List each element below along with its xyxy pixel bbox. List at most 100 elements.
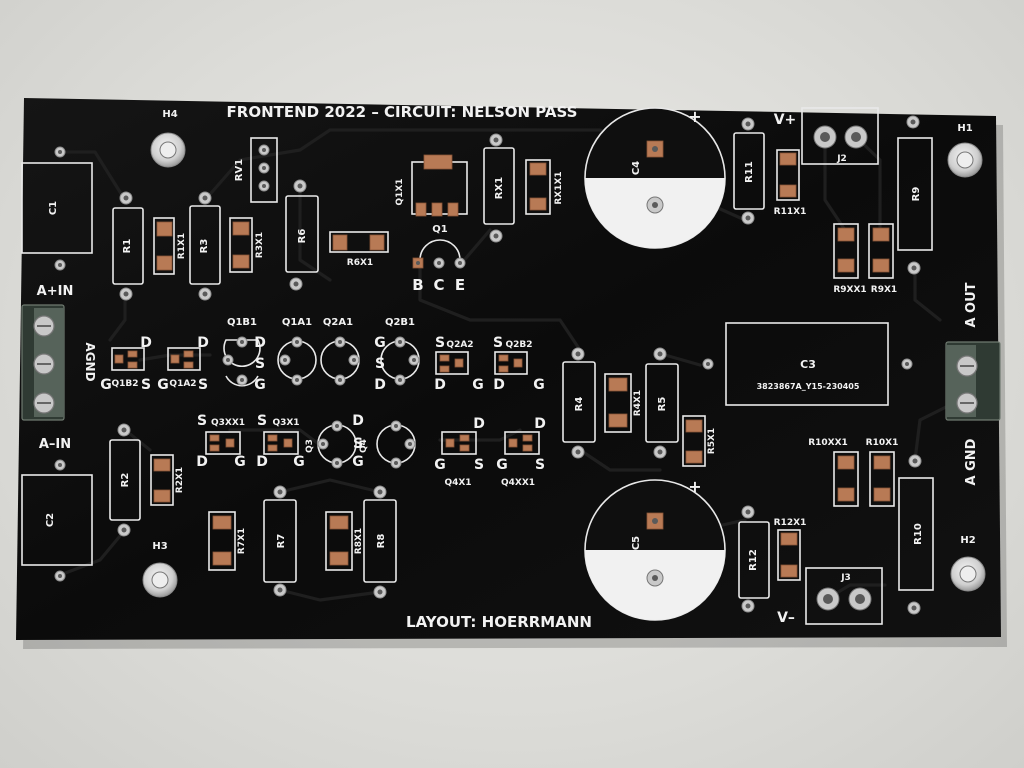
label-q3-d: D bbox=[352, 413, 364, 429]
label-r12: R12 bbox=[748, 549, 759, 571]
label-e: E bbox=[455, 276, 465, 294]
label-r9x1: R9X1 bbox=[871, 285, 897, 295]
label-q3x1-s: S bbox=[257, 413, 267, 429]
fet-q1b2: D G Q1B2 S bbox=[100, 335, 152, 393]
label-j2: J2 bbox=[836, 154, 847, 164]
label-q2b2-d: D bbox=[493, 377, 505, 393]
capacitor-c5: C5 + bbox=[584, 477, 726, 621]
label-a-out: A OUT bbox=[964, 282, 979, 327]
smd-resistor-r8x1: R8X1 bbox=[325, 511, 364, 571]
label-q1b1-s: S bbox=[255, 356, 265, 372]
copper-traces bbox=[58, 128, 962, 602]
smd-resistor-r5x1: R5X1 bbox=[682, 415, 717, 467]
label-c1: C1 bbox=[48, 201, 59, 215]
label-h4: H4 bbox=[162, 109, 177, 120]
label-h2: H2 bbox=[960, 535, 975, 546]
resistor-r1: R1 bbox=[112, 191, 144, 301]
label-q1a2: Q1A2 bbox=[169, 379, 196, 389]
label-r2x1: R2X1 bbox=[175, 467, 185, 493]
resistor-r5: R5 bbox=[645, 347, 679, 459]
resistor-r10: R10 bbox=[898, 454, 934, 615]
label-q1a1: Q1A1 bbox=[282, 317, 312, 328]
label-rx1: RX1 bbox=[494, 177, 505, 199]
transistor-q1x1: Q1X1 bbox=[395, 154, 468, 217]
label-r10x1: R10X1 bbox=[866, 438, 899, 448]
mounting-hole-h3: H3 bbox=[142, 541, 178, 598]
label-j3: J3 bbox=[840, 573, 851, 583]
label-r8x1: R8X1 bbox=[354, 528, 364, 554]
resistor-r2: R2 bbox=[109, 423, 141, 537]
mounting-hole-h2: H2 bbox=[950, 535, 986, 592]
label-r7x1: R7X1 bbox=[237, 528, 247, 554]
label-r3x1: R3X1 bbox=[255, 232, 265, 258]
label-q3: Q3 bbox=[305, 439, 315, 453]
smd-resistor-r7x1: R7X1 bbox=[208, 511, 247, 571]
label-q1b2: Q1B2 bbox=[111, 379, 138, 389]
label-b: B bbox=[412, 276, 423, 294]
label-q2a1: Q2A1 bbox=[323, 317, 353, 328]
fet-q4: Q4 bbox=[359, 420, 416, 469]
fet-q1b1: D S G bbox=[222, 335, 266, 393]
label-c4: C4 bbox=[631, 161, 642, 175]
label-r6x1: R6X1 bbox=[347, 258, 373, 268]
smd-resistor-r12x1: R12X1 bbox=[774, 518, 806, 581]
label-q3x1-g: G bbox=[293, 454, 305, 470]
resistor-r8: R8 bbox=[363, 485, 397, 599]
label-q3xx1-g: G bbox=[234, 454, 246, 470]
label-r4: R4 bbox=[574, 397, 585, 412]
fet-q4x1: D G S Q4X1 bbox=[434, 416, 485, 488]
label-q2b2-s: S bbox=[493, 335, 503, 351]
label-q2a2: Q2A2 bbox=[446, 340, 473, 350]
fet-q3x1: S Q3X1 D G bbox=[256, 413, 305, 470]
smd-resistor-r9x1: R9X1 bbox=[868, 223, 897, 295]
resistor-r7: R7 bbox=[263, 485, 297, 597]
label-r1x1: R1X1 bbox=[177, 233, 187, 259]
smd-resistor-rx1x1: RX1X1 bbox=[525, 159, 564, 215]
label-q4: Q4 bbox=[359, 439, 369, 453]
label-q4x1-g: G bbox=[434, 457, 446, 473]
label-r10xx1: R10XX1 bbox=[808, 438, 848, 448]
label-c4-plus: + bbox=[688, 107, 701, 126]
smd-resistor-r6x1: R6X1 bbox=[329, 231, 389, 268]
label-r5x1: R5X1 bbox=[707, 428, 717, 454]
fet-q1a1 bbox=[277, 336, 317, 386]
fet-q2b2: S Q2B2 D G bbox=[493, 335, 545, 393]
label-q3xx1: Q3XX1 bbox=[211, 418, 245, 428]
resistor-r11: R11 bbox=[733, 117, 765, 225]
board-title: FRONTEND 2022 – CIRCUIT: NELSON PASS bbox=[227, 103, 578, 121]
label-q3-s: S bbox=[353, 436, 363, 452]
label-c3-part: 3823867A_Y15-230405 bbox=[757, 382, 860, 391]
label-rx1x1: RX1X1 bbox=[554, 171, 564, 204]
label-q2b1-g: G bbox=[374, 335, 386, 351]
power-connector-j3: J3 bbox=[805, 567, 883, 625]
output-terminal-block bbox=[945, 341, 1001, 421]
label-c5-plus: + bbox=[688, 477, 701, 496]
fet-q1a2: D G Q1A2 S bbox=[157, 335, 209, 393]
label-a-plus-in: A+IN bbox=[37, 284, 74, 299]
label-h1: H1 bbox=[957, 123, 972, 134]
label-q2a2-d: D bbox=[434, 377, 446, 393]
label-r1: R1 bbox=[122, 239, 133, 254]
label-q2b2-g: G bbox=[533, 377, 545, 393]
label-r8: R8 bbox=[376, 534, 387, 549]
label-r9: R9 bbox=[911, 187, 922, 202]
label-q3xx1-d: D bbox=[196, 454, 208, 470]
label-r2: R2 bbox=[120, 473, 131, 488]
resistor-r9: R9 bbox=[897, 115, 933, 275]
smd-resistor-r4x1: R4X1 bbox=[604, 373, 643, 433]
capacitor-c3: C3 3823867A_Y15-230405 bbox=[702, 322, 913, 406]
label-r6: R6 bbox=[297, 229, 308, 244]
label-a-gnd: A GND bbox=[964, 438, 979, 485]
label-q1: Q1 bbox=[432, 224, 448, 235]
fet-q2a1 bbox=[320, 336, 360, 386]
smd-resistor-r10x1: R10X1 bbox=[866, 438, 899, 507]
pcb-board bbox=[16, 98, 1007, 649]
label-vplus: V+ bbox=[774, 112, 797, 128]
label-q3xx1-s: S bbox=[197, 413, 207, 429]
capacitor-c1: C1 bbox=[21, 146, 93, 271]
smd-resistor-r9xx1: R9XX1 bbox=[833, 223, 867, 295]
label-q4xx1: Q4XX1 bbox=[501, 478, 535, 488]
label-q2b2: Q2B2 bbox=[505, 340, 532, 350]
label-q4x1-d: D bbox=[473, 416, 485, 432]
